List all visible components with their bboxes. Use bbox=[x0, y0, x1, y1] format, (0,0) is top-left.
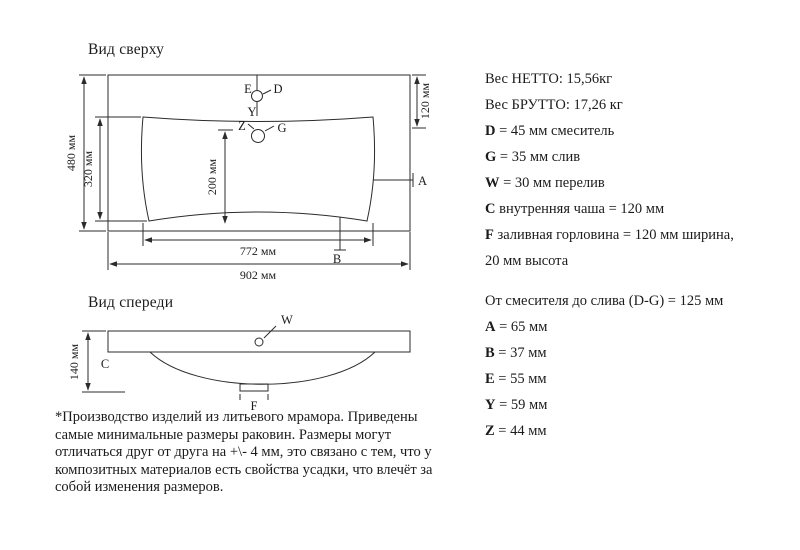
spec-key: F bbox=[485, 227, 494, 243]
footnote-line: композитных материалов есть свойства уса… bbox=[55, 461, 433, 478]
spec-item-D: D = 45 мм смеситель bbox=[485, 118, 793, 144]
spec-weight-netto: Вес НЕТТО: 15,56кг bbox=[485, 71, 613, 87]
dim-320: 320 мм bbox=[81, 116, 147, 222]
overflow-hole-icon bbox=[254, 337, 264, 347]
dim-902: 902 мм bbox=[107, 232, 411, 282]
dim-200: 200 мм bbox=[205, 129, 233, 224]
spec-weight-brutto: Вес БРУТТО: 17,26 кг bbox=[485, 97, 623, 113]
spec-text: внутренняя чаша = 120 мм bbox=[495, 201, 665, 217]
spec-key: D bbox=[485, 123, 496, 139]
label-B: B bbox=[333, 252, 341, 266]
spec-item-A: A = 65 мм bbox=[485, 314, 793, 340]
label-G: G bbox=[277, 121, 286, 135]
spec-text: = 45 мм смеситель bbox=[495, 123, 615, 139]
footnote-line: собой изменения размеров. bbox=[55, 479, 224, 496]
front-view-title: Вид спереди bbox=[88, 294, 174, 311]
spec-text: = 65 мм bbox=[495, 319, 548, 335]
spec-text: = 55 мм bbox=[494, 371, 547, 387]
drain-hole-icon bbox=[251, 129, 265, 143]
spec-item-Y: Y = 59 мм bbox=[485, 392, 793, 418]
basin-outline bbox=[140, 116, 376, 222]
dim-902-text: 902 мм bbox=[240, 268, 277, 282]
dim-120-text: 120 мм bbox=[418, 83, 432, 120]
callout-B: B bbox=[333, 217, 346, 266]
spec-item-W: W = 30 мм перелив bbox=[485, 170, 793, 196]
footnote-line: отличаться друг от друга на +\- 4 мм, эт… bbox=[55, 444, 432, 461]
spec-item-Z: Z = 44 мм bbox=[485, 418, 793, 444]
specs-panel: Вес НЕТТО: 15,56кг Вес БРУТТО: 17,26 кг … bbox=[485, 66, 793, 444]
spec-key: Z bbox=[485, 423, 495, 439]
basin-profile bbox=[149, 351, 376, 385]
spec-key: G bbox=[485, 149, 497, 165]
label-Y: Y bbox=[247, 105, 256, 119]
callout-F: F bbox=[239, 394, 269, 413]
spec-item-F-cont: 20 мм высота bbox=[485, 253, 569, 269]
spec-item-F: F заливная горловина = 120 мм ширина, bbox=[485, 222, 793, 248]
spec-text: = 37 мм bbox=[494, 345, 547, 361]
footnote-line: *Производство изделий из литьевого мрамо… bbox=[55, 409, 418, 425]
label-A: A bbox=[418, 174, 427, 188]
dim-320-text: 320 мм bbox=[81, 151, 95, 188]
overflow-group: W bbox=[254, 313, 293, 347]
spec-text: заливная горловина = 120 мм ширина, bbox=[493, 227, 734, 243]
spec-key: W bbox=[485, 175, 500, 191]
front-view-drawing: W 140 мм C F bbox=[67, 313, 411, 413]
footnote: *Производство изделий из литьевого мрамо… bbox=[55, 409, 459, 497]
label-F: F bbox=[251, 399, 258, 413]
spec-key: E bbox=[485, 371, 495, 387]
callout-A: A bbox=[373, 173, 427, 188]
faucet-drain-group: E D Y Z G bbox=[238, 75, 287, 143]
spec-key: A bbox=[485, 319, 496, 335]
spec-distance: От смесителя до слива (D-G) = 125 мм bbox=[485, 293, 724, 309]
drain-flange bbox=[239, 383, 269, 392]
footnote-line: самые минимальные размеры раковин. Разме… bbox=[55, 426, 392, 443]
spec-text: = 30 мм перелив bbox=[499, 175, 605, 191]
spec-text: = 35 мм слив bbox=[496, 149, 581, 165]
spec-text: = 59 мм bbox=[495, 397, 548, 413]
spec-text: = 44 мм bbox=[494, 423, 547, 439]
label-W: W bbox=[281, 313, 293, 327]
label-D: D bbox=[273, 82, 282, 96]
dim-140: 140 мм bbox=[67, 330, 125, 393]
sink-outline bbox=[107, 74, 411, 232]
faucet-hole-icon bbox=[251, 90, 263, 102]
spec-key: B bbox=[485, 345, 495, 361]
top-view-drawing: E D Y Z G 120 мм 480 мм 320 мм 200 мм A bbox=[64, 74, 432, 282]
spec-key: C bbox=[485, 201, 496, 217]
dim-480: 480 мм bbox=[64, 74, 106, 232]
spec-item-B: B = 37 мм bbox=[485, 340, 793, 366]
dim-140-text: 140 мм bbox=[67, 344, 81, 381]
countertop-outline bbox=[107, 330, 411, 353]
dim-120: 120 мм bbox=[412, 74, 432, 129]
spec-item-G: G = 35 мм слив bbox=[485, 144, 793, 170]
dim-200-text: 200 мм bbox=[205, 159, 219, 196]
spec-item-C: C внутренняя чаша = 120 мм bbox=[485, 196, 793, 222]
spec-item-E: E = 55 мм bbox=[485, 366, 793, 392]
dim-772: 772 мм bbox=[142, 223, 374, 258]
top-view-title: Вид сверху bbox=[88, 41, 165, 58]
dim-772-text: 772 мм bbox=[240, 244, 277, 258]
label-E: E bbox=[244, 82, 252, 96]
label-C: C bbox=[101, 357, 109, 371]
dim-480-text: 480 мм bbox=[64, 135, 78, 172]
label-Z: Z bbox=[238, 119, 246, 133]
spec-key: Y bbox=[485, 397, 496, 413]
